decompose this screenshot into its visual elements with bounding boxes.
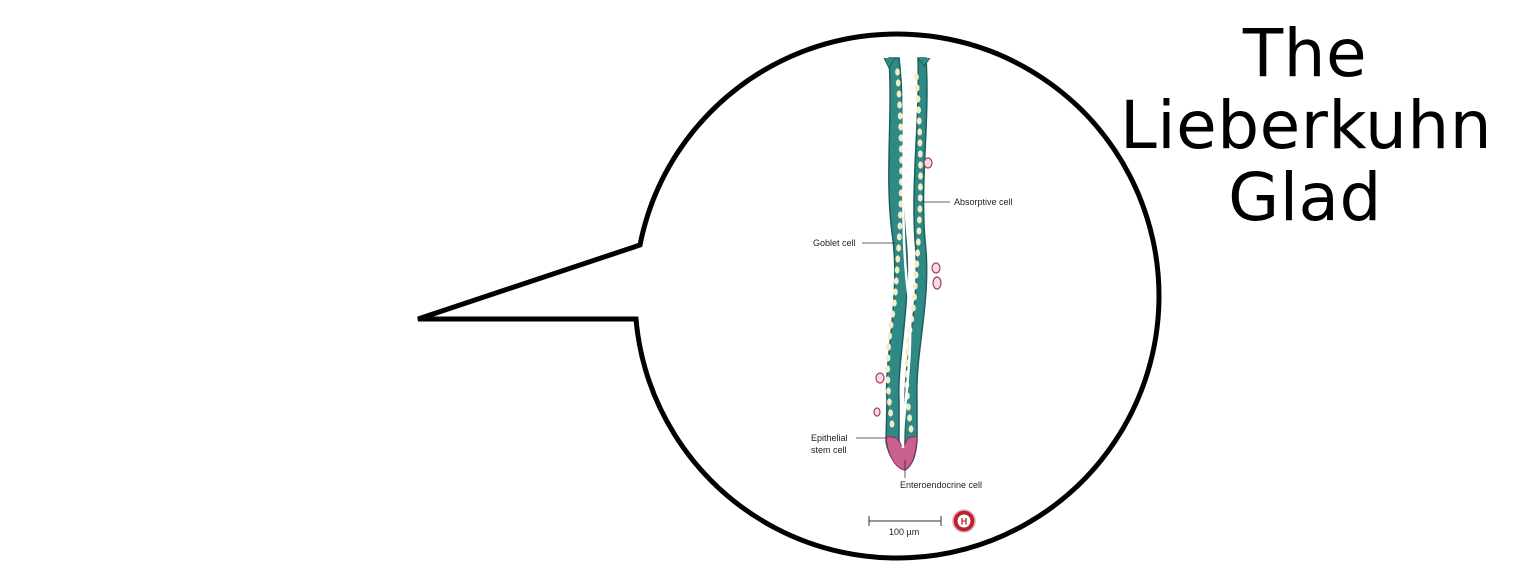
- free-cell: [923, 157, 933, 169]
- goblet-cell: [888, 321, 894, 329]
- goblet-cell: [889, 420, 895, 428]
- goblet-cell: [918, 172, 923, 180]
- speech-bubble: [417, 31, 1162, 561]
- goblet-cell: [917, 194, 923, 202]
- goblet-cell: [918, 161, 923, 169]
- goblet-cell: [916, 106, 921, 114]
- goblet-cell: [894, 266, 900, 274]
- goblet-cell: [917, 150, 923, 158]
- goblet-cell: [890, 310, 896, 318]
- scale-bar: [868, 516, 942, 526]
- enteroendocrine-cell-label: Enteroendocrine cell: [900, 480, 982, 490]
- goblet-cell: [912, 293, 917, 301]
- title-line-1: The: [1242, 15, 1368, 92]
- goblet-cell: [914, 73, 919, 81]
- free-cell: [875, 372, 885, 384]
- goblet-cell: [906, 403, 911, 411]
- goblet-cell-label: Goblet cell: [813, 238, 856, 248]
- goblet-cell: [911, 304, 916, 312]
- epithelial-stem-cell-region: [885, 435, 918, 471]
- goblet-cell: [893, 288, 898, 296]
- goblet-cell: [917, 216, 922, 224]
- goblet-cell: [895, 68, 900, 76]
- absorptive-cell-label: Absorptive cell: [954, 197, 1013, 207]
- scale-bar-label: 100 µm: [889, 527, 919, 537]
- goblet-cell: [917, 128, 923, 136]
- goblet-cell: [898, 134, 904, 142]
- crypt-top-left-tip: [883, 57, 896, 70]
- goblet-cell: [914, 260, 920, 268]
- goblet-cell: [914, 84, 920, 92]
- goblet-cell: [915, 95, 921, 103]
- goblet-cell: [885, 365, 891, 373]
- goblet-cell: [885, 354, 891, 362]
- goblet-cell: [885, 376, 891, 384]
- goblet-cell: [897, 222, 903, 230]
- goblet-cell: [917, 139, 923, 147]
- goblet-cell: [908, 425, 914, 433]
- goblet-cell: [886, 387, 891, 395]
- goblet-cell: [895, 255, 901, 263]
- goblet-cell: [912, 282, 918, 290]
- title-line-2: Lieberkuhn: [1120, 87, 1493, 164]
- free-cell: [931, 262, 941, 274]
- goblet-cell: [896, 90, 902, 98]
- goblet-cell: [916, 227, 922, 235]
- goblet-cell: [887, 398, 892, 406]
- intestinal-crypt: [883, 57, 931, 471]
- goblet-cell: [893, 277, 899, 285]
- goblet-cell: [915, 238, 921, 246]
- free-cell: [932, 276, 942, 290]
- leader-lines: [856, 201, 950, 478]
- goblet-cell: [888, 409, 893, 417]
- goblet-cell: [896, 233, 902, 241]
- goblet-cell: [896, 244, 901, 252]
- goblet-cell: [916, 117, 922, 125]
- crypt-lumen: [901, 69, 912, 449]
- free-cell: [873, 407, 881, 417]
- goblet-cell: [886, 343, 891, 351]
- goblet-cell: [897, 101, 902, 109]
- goblet-cell: [887, 332, 893, 340]
- goblet-cell: [907, 414, 912, 422]
- goblet-cell: [918, 183, 923, 191]
- goblet-cell: [913, 271, 919, 279]
- stem-cell-label-line2: stem cell: [811, 445, 847, 455]
- crypt-top-right-tip: [917, 57, 931, 67]
- goblet-cell: [897, 112, 903, 120]
- goblet-cell: [892, 299, 897, 307]
- goblet-cell: [917, 205, 923, 213]
- free-cells: [873, 157, 942, 417]
- stem-cell-label-line1: Epithelial: [811, 433, 848, 443]
- goblet-cell: [895, 79, 901, 87]
- title-line-3: Glad: [1228, 159, 1382, 236]
- page-title: The Lieberkuhn Glad: [1120, 15, 1493, 236]
- goblet-cell: [898, 200, 904, 208]
- logo-badge: H: [952, 509, 976, 533]
- logo-letter: H: [961, 517, 968, 527]
- goblet-cell: [898, 123, 904, 131]
- goblet-cell: [898, 211, 903, 219]
- goblet-cell: [915, 249, 920, 257]
